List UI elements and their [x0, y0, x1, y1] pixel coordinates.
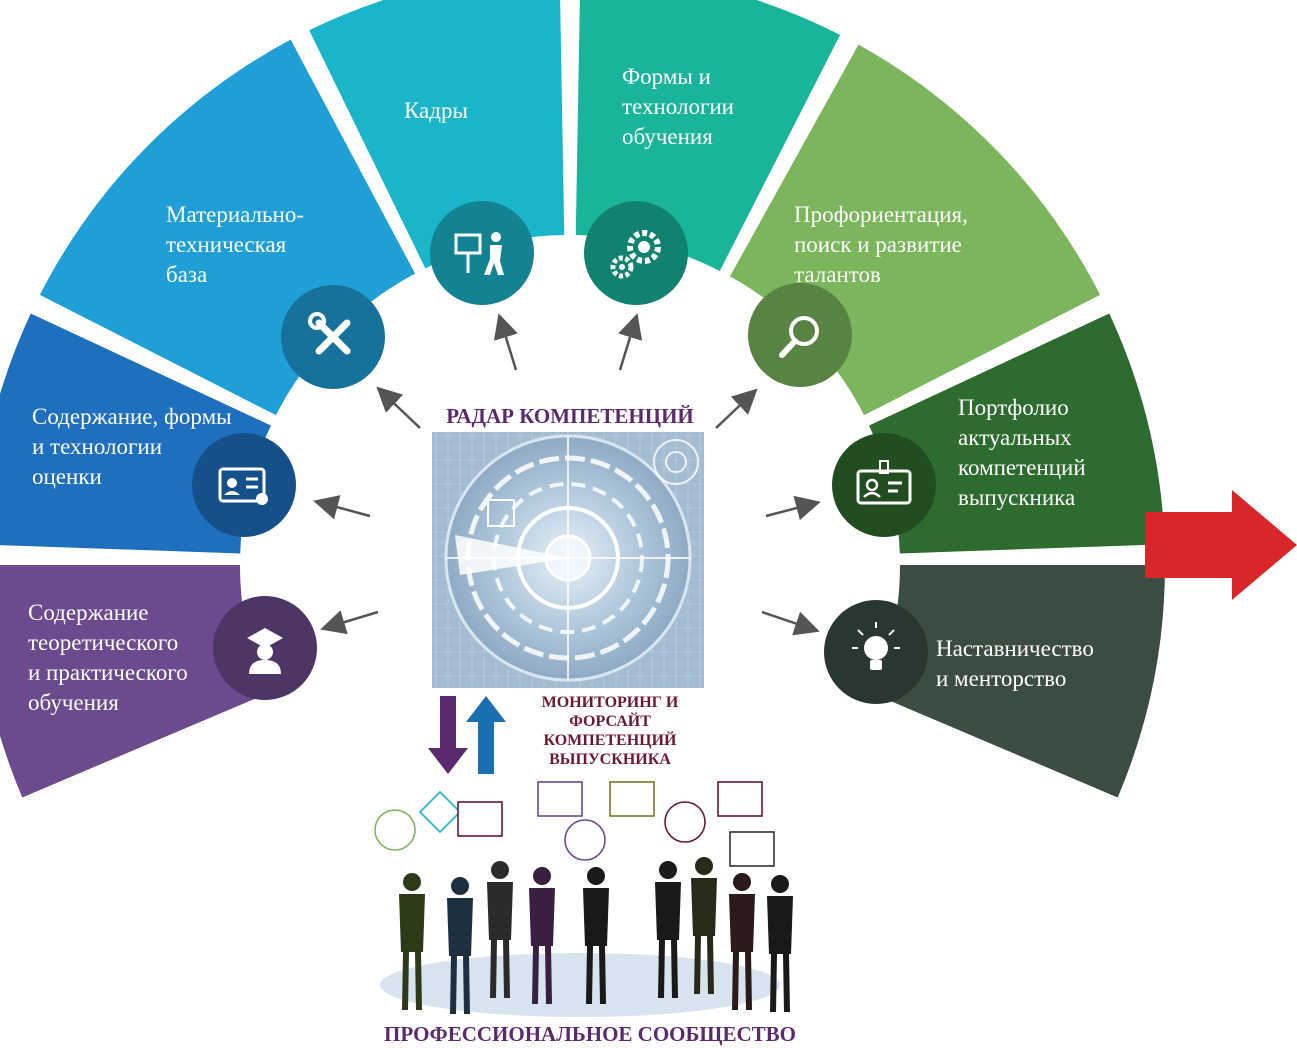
person-silhouette	[487, 861, 513, 998]
person-silhouette	[767, 875, 793, 1012]
connector-arrow	[618, 313, 643, 371]
speech-bubble	[537, 781, 583, 817]
speech-bubble	[729, 831, 775, 867]
connector-arrow	[493, 313, 518, 371]
monitoring-arrows	[428, 696, 506, 774]
segment-mentoring	[873, 565, 1165, 798]
speech-bubble	[564, 819, 606, 861]
output-arrow	[1145, 490, 1297, 600]
monitoring-title: МОНИТОРИНГ И ФОРСАЙТ КОМПЕТЕНЦИЙ ВЫПУСКН…	[541, 694, 679, 768]
connector-arrow	[765, 495, 821, 521]
radar-image	[432, 432, 704, 688]
radar-title: РАДАР КОМПЕТЕНЦИЙ	[446, 404, 694, 428]
person-silhouette	[399, 873, 425, 1010]
connector-arrow	[761, 610, 820, 636]
lightbulb-icon	[824, 600, 928, 704]
magnifier-icon	[748, 283, 852, 387]
segment-label-staff: Кадры	[404, 98, 468, 123]
up-arrow	[466, 696, 506, 774]
speech-bubble	[374, 809, 416, 851]
tools-icon	[281, 285, 385, 389]
person-silhouette	[655, 861, 681, 998]
person-silhouette	[729, 873, 755, 1010]
community-title: ПРОФЕССИОНАЛЬНОЕ СООБЩЕСТВО	[384, 1022, 796, 1046]
speech-bubble	[609, 781, 655, 817]
professional-community-illustration	[374, 781, 793, 1017]
presenter-icon	[430, 201, 534, 305]
connector-arrows	[313, 313, 821, 636]
gears-icon	[584, 201, 688, 305]
graduate-icon	[213, 596, 317, 700]
speech-bubble	[457, 801, 503, 837]
person-silhouette	[447, 877, 473, 1014]
certificate-icon	[192, 433, 296, 537]
segment-label-content-theory: Содержание теоретического и практическог…	[28, 600, 188, 715]
segment-label-portfolio: Портфолио актуальных компетенций выпускн…	[958, 395, 1086, 510]
person-silhouette	[529, 867, 555, 1004]
segment-label-material-base: Материально- техническая база	[166, 202, 304, 287]
connector-arrow	[313, 495, 371, 520]
segment-staff	[309, 0, 565, 269]
segment-portfolio	[869, 313, 1165, 554]
speech-bubble	[664, 801, 706, 843]
connector-arrow	[320, 610, 379, 635]
segment-content-theory	[0, 565, 267, 798]
ring-segments	[0, 0, 1165, 798]
speech-bubble	[717, 781, 763, 817]
person-silhouette	[691, 857, 717, 994]
segment-label-assessment: Содержание, формы и технологии оценки	[32, 404, 232, 489]
connector-arrow	[376, 386, 421, 429]
connector-arrow	[715, 388, 758, 429]
segment-label-mentoring: Наставничество и менторство	[936, 636, 1094, 691]
speech-bubble	[418, 790, 462, 834]
segment-label-forms-tech: Формы и технологии обучения	[622, 64, 734, 149]
person-silhouette	[583, 867, 609, 1004]
id-card-icon	[832, 433, 936, 537]
down-arrow	[428, 696, 468, 774]
segment-label-career-guidance: Профориентация, поиск и развитие таланто…	[794, 202, 968, 287]
